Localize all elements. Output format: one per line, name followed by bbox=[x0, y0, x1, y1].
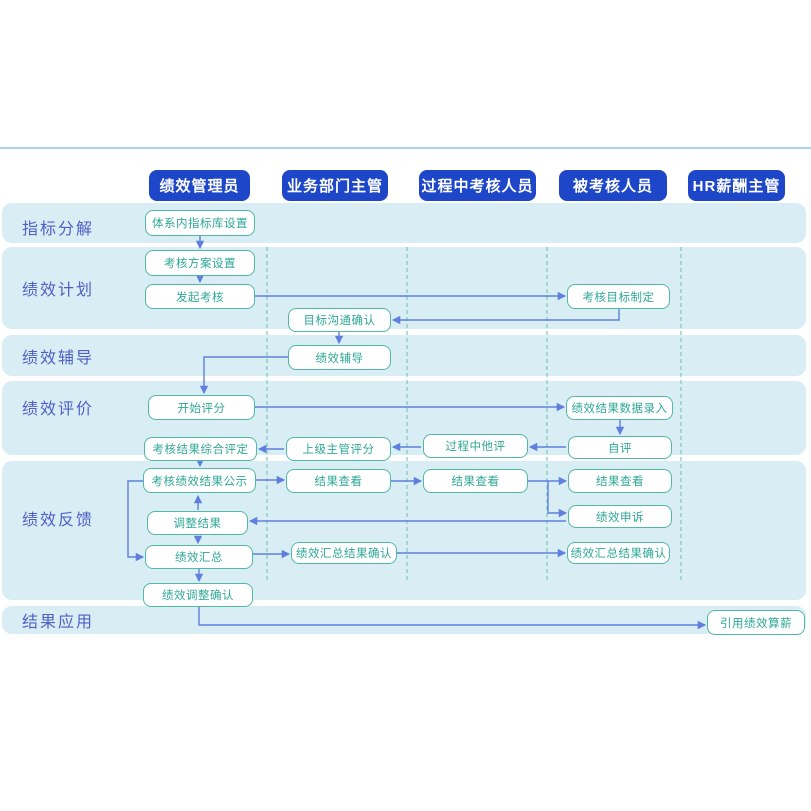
top-divider-line bbox=[0, 147, 811, 149]
column-header-assessee: 被考核人员 bbox=[559, 170, 667, 201]
edge-goal-setting-to-goal-communication bbox=[391, 309, 620, 325]
flow-node-result-data-entry: 绩效结果数据录入 bbox=[566, 396, 673, 420]
column-header-hr-comp-supervisor: HR薪酬主管 bbox=[688, 170, 785, 201]
flow-node-summary-confirm-supervisor: 绩效汇总结果确认 bbox=[291, 542, 397, 564]
row-band-perf-plan bbox=[2, 247, 806, 329]
flow-node-launch-assessment: 发起考核 bbox=[145, 284, 255, 309]
edge-coaching-to-start-scoring bbox=[199, 356, 288, 395]
row-band-result-application bbox=[2, 606, 806, 634]
edge-adjust-confirm-to-salary-calc bbox=[198, 607, 707, 630]
flow-node-goal-setting: 考核目标制定 bbox=[567, 284, 670, 309]
edge-result-view-assessor-to-appeal bbox=[547, 481, 568, 518]
flow-node-self-review: 自评 bbox=[568, 436, 672, 459]
flow-node-result-view-assessor: 结果查看 bbox=[423, 469, 528, 493]
flow-node-coaching: 绩效辅导 bbox=[288, 345, 391, 370]
flow-node-summary: 绩效汇总 bbox=[145, 545, 253, 569]
row-band-perf-coaching bbox=[2, 335, 806, 376]
flow-node-plan-setup: 考核方案设置 bbox=[145, 250, 255, 276]
flow-node-indicator-library: 体系内指标库设置 bbox=[145, 210, 255, 236]
flow-node-comprehensive-rating: 考核结果综合评定 bbox=[144, 437, 257, 461]
row-band-indicator-decomposition bbox=[2, 203, 806, 243]
flow-node-supervisor-scoring: 上级主管评分 bbox=[286, 437, 391, 461]
flow-node-result-publicity: 考核绩效结果公示 bbox=[143, 468, 256, 493]
column-header-perf-admin: 绩效管理员 bbox=[149, 170, 250, 201]
edge-result-publicity-to-summary bbox=[127, 480, 145, 562]
flow-node-start-scoring: 开始评分 bbox=[148, 395, 255, 420]
flow-node-adjust-result: 调整结果 bbox=[147, 511, 248, 535]
row-label-result-application: 结果应用 bbox=[22, 614, 95, 631]
row-band-perf-evaluation bbox=[2, 381, 806, 455]
row-label-perf-feedback: 绩效反馈 bbox=[22, 512, 95, 529]
flow-node-peer-review: 过程中他评 bbox=[423, 434, 528, 458]
row-label-perf-evaluation: 绩效评价 bbox=[22, 401, 95, 418]
row-label-indicator-decomposition: 指标分解 bbox=[22, 221, 95, 238]
column-header-biz-supervisor: 业务部门主管 bbox=[282, 170, 388, 201]
row-band-perf-feedback bbox=[2, 461, 806, 600]
flow-node-appeal: 绩效申诉 bbox=[568, 505, 672, 528]
column-header-process-assessor: 过程中考核人员 bbox=[419, 170, 536, 201]
flow-node-goal-communication: 目标沟通确认 bbox=[288, 308, 391, 332]
flow-node-summary-confirm-assessee: 绩效汇总结果确认 bbox=[567, 542, 670, 564]
row-label-perf-coaching: 绩效辅导 bbox=[22, 350, 95, 367]
flow-node-result-view-supervisor: 结果查看 bbox=[286, 469, 391, 493]
flow-node-salary-calc: 引用绩效算薪 bbox=[707, 610, 805, 635]
flow-node-result-view-assessee: 结果查看 bbox=[568, 469, 672, 493]
flow-node-adjust-confirm: 绩效调整确认 bbox=[143, 583, 253, 607]
row-label-perf-plan: 绩效计划 bbox=[22, 282, 95, 299]
